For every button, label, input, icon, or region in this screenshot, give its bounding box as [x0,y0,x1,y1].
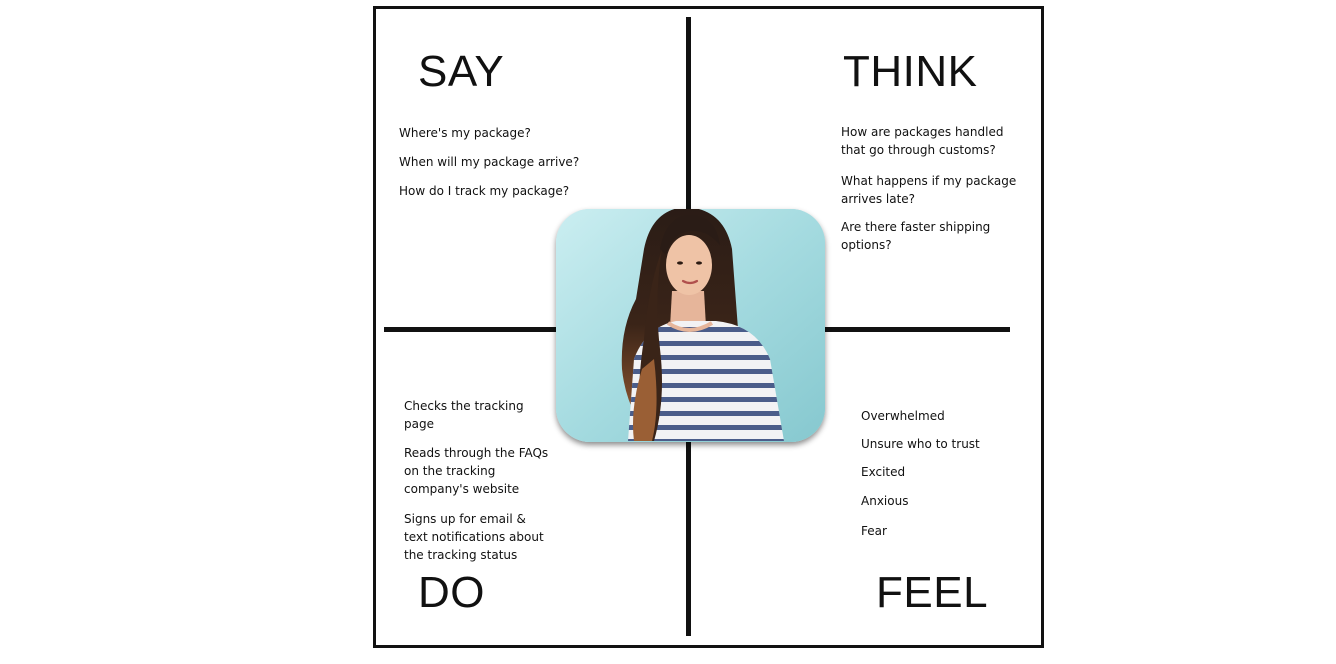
say-title: SAY [418,47,505,96]
feel-item: Fear [861,524,887,538]
do-item: Reads through the FAQs on the tracking c… [404,446,549,496]
say-item: When will my package arrive? [399,155,580,169]
think-item: What happens if my package arrives late? [841,174,1017,206]
think-title: THINK [843,47,978,96]
say-item: Where's my package? [399,126,531,140]
feel-list: Overwhelmed Unsure who to trust Excited … [861,407,1021,540]
think-item: Are there faster shipping options? [841,220,991,252]
feel-item: Unsure who to trust [861,437,980,451]
do-item: Checks the tracking page [404,399,524,431]
feel-item: Excited [861,465,906,479]
feel-item: Anxious [861,494,909,508]
say-list: Where's my package? When will my package… [399,124,659,200]
persona-photo [556,209,825,442]
feel-title: FEEL [876,568,989,617]
do-list: Checks the tracking page Reads through t… [404,397,549,564]
feel-item: Overwhelmed [861,409,945,423]
do-title: DO [418,568,485,617]
think-item: How are packages handled that go through… [841,125,1004,157]
do-item: Signs up for email & text notifications … [404,512,544,562]
think-list: How are packages handled that go through… [841,123,1021,254]
persona-portrait-icon [556,209,825,442]
say-item: How do I track my package? [399,184,570,198]
